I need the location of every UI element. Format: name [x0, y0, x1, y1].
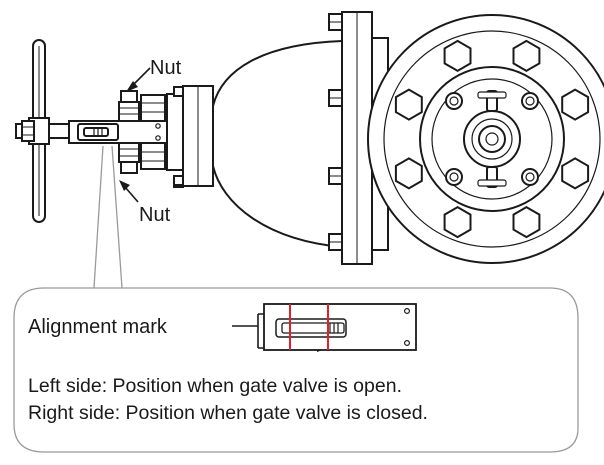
nut-lower-pointer	[119, 180, 139, 203]
hex-bolt	[561, 157, 590, 190]
lower-nut	[118, 142, 166, 174]
alignment-mark-red-lines	[289, 304, 329, 350]
stem-housing	[68, 120, 168, 144]
hex-bolt	[443, 205, 472, 239]
flange-bolts	[328, 13, 343, 251]
callout-box	[13, 287, 579, 453]
hex-bolt	[443, 39, 472, 73]
stem-nut	[15, 120, 35, 142]
bonnet-bolts	[173, 86, 184, 188]
center-hub	[463, 110, 521, 168]
hex-bolt	[394, 157, 423, 190]
callout-leader	[93, 145, 123, 289]
hex-bolt	[512, 39, 541, 73]
hub-lugs	[477, 90, 507, 188]
hex-bolt	[394, 88, 423, 121]
note-left-side: Left side: Position when gate valve is o…	[28, 375, 402, 397]
nut-upper-label: Nut	[150, 57, 182, 79]
note-right-side: Right side: Position when gate valve is …	[28, 402, 428, 424]
end-flange-bolts	[394, 39, 590, 239]
handwheel	[28, 39, 50, 223]
nut-lower-label: Nut	[139, 204, 171, 226]
bonnet-flange	[166, 85, 214, 187]
hex-bolt	[561, 88, 590, 121]
stem-shaft	[48, 123, 70, 139]
nut-upper-pointer	[126, 67, 151, 92]
valve-body	[212, 40, 343, 248]
upper-nut	[118, 90, 166, 122]
inner-studs	[445, 92, 539, 186]
alignment-mark-label: Alignment mark	[28, 316, 168, 338]
indicator-plate	[263, 303, 417, 351]
hex-bolt	[512, 205, 541, 239]
